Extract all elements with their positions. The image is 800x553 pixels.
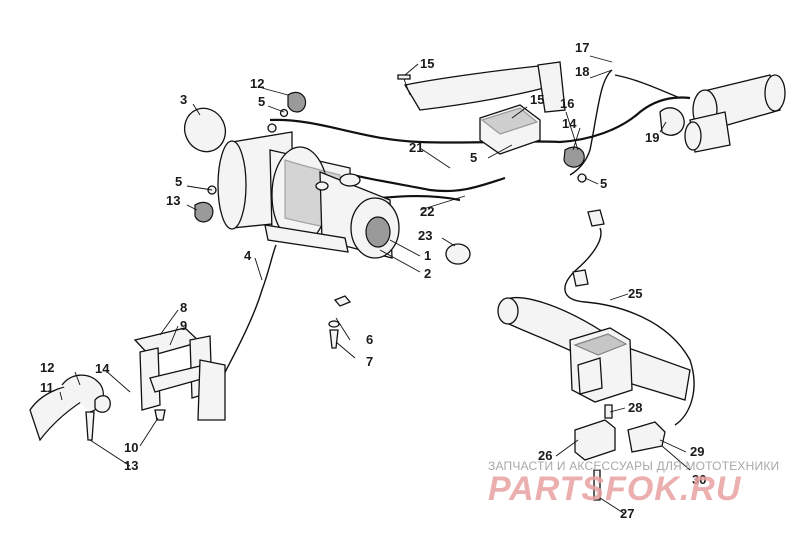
fairlead-bolt	[154, 409, 166, 421]
label-8: 8	[180, 300, 187, 315]
switch-clamp	[574, 419, 616, 461]
contactor-bracket	[403, 61, 566, 113]
watermark-brand: PARTSFOK.RU	[488, 470, 742, 508]
callout-p27: 27	[620, 506, 634, 521]
callout-p30: 30	[692, 472, 706, 487]
callout-5-top: 5	[258, 94, 265, 109]
dust-cover	[183, 107, 227, 153]
label-17: 22	[420, 204, 434, 219]
winch-hook-strap	[29, 374, 111, 442]
callout-15-left: 13	[166, 193, 180, 208]
callout-labels: 15 15 16 17 18 19 15 12 5 3 5 13 19 20 2…	[166, 40, 659, 208]
callout-24: 19	[645, 130, 659, 145]
callout-19: 15	[420, 56, 434, 71]
label-9: 9	[180, 318, 187, 333]
cable-clamp-ring	[445, 243, 471, 265]
label-18: 23	[418, 228, 432, 243]
callout-p29: 29	[690, 444, 704, 459]
callout-23: 18	[575, 64, 589, 79]
callout-p14: 14	[95, 361, 110, 376]
label-6: 6	[366, 332, 373, 347]
contactor	[479, 104, 541, 155]
callout-p11: 11	[40, 380, 54, 395]
callout-p28: 28	[628, 400, 642, 415]
leader-lines	[59, 55, 691, 515]
roller-fairlead	[133, 327, 226, 421]
starter-boot	[659, 107, 685, 136]
callout-visible-set: 21 5 22 14 5 23 1 2 4 6 7 8 9 15 16	[180, 116, 607, 369]
callout-15-top: 12	[250, 76, 264, 91]
bracket-screw	[397, 74, 411, 96]
mounting-bolt	[328, 295, 352, 349]
watermark-caption: ЗАПЧАСТИ И АКСЕССУАРЫ ДЛЯ МОТОТЕХНИКИ	[488, 459, 779, 473]
label-15-right: 14	[562, 116, 577, 131]
winch-assembly	[217, 131, 400, 259]
callout-22: 17	[575, 40, 589, 55]
label-4: 4	[244, 248, 252, 263]
wire-connector	[572, 209, 605, 287]
starter-motor	[684, 74, 786, 153]
callout-p26: 26	[538, 448, 552, 463]
callout-5-left: 5	[175, 174, 182, 189]
callout-3: 3	[180, 92, 187, 107]
callout-p25: 25	[628, 286, 642, 301]
callout-p10: 10	[124, 440, 138, 455]
label-5-right: 5	[600, 176, 607, 191]
callout-p12: 12	[40, 360, 54, 375]
callout-21: 16	[560, 96, 574, 111]
switch-bracket	[627, 421, 666, 453]
label-16: 21	[409, 140, 423, 155]
callout-p13: 13	[124, 458, 138, 473]
terminal-boot	[194, 91, 585, 223]
label-5-mid: 5	[470, 150, 477, 165]
label-7: 7	[366, 354, 373, 369]
switch-screw	[593, 404, 613, 501]
callout-20: 15	[530, 92, 544, 107]
label-1: 1	[424, 248, 431, 263]
label-2: 2	[424, 266, 431, 281]
winch-switch	[569, 327, 633, 403]
